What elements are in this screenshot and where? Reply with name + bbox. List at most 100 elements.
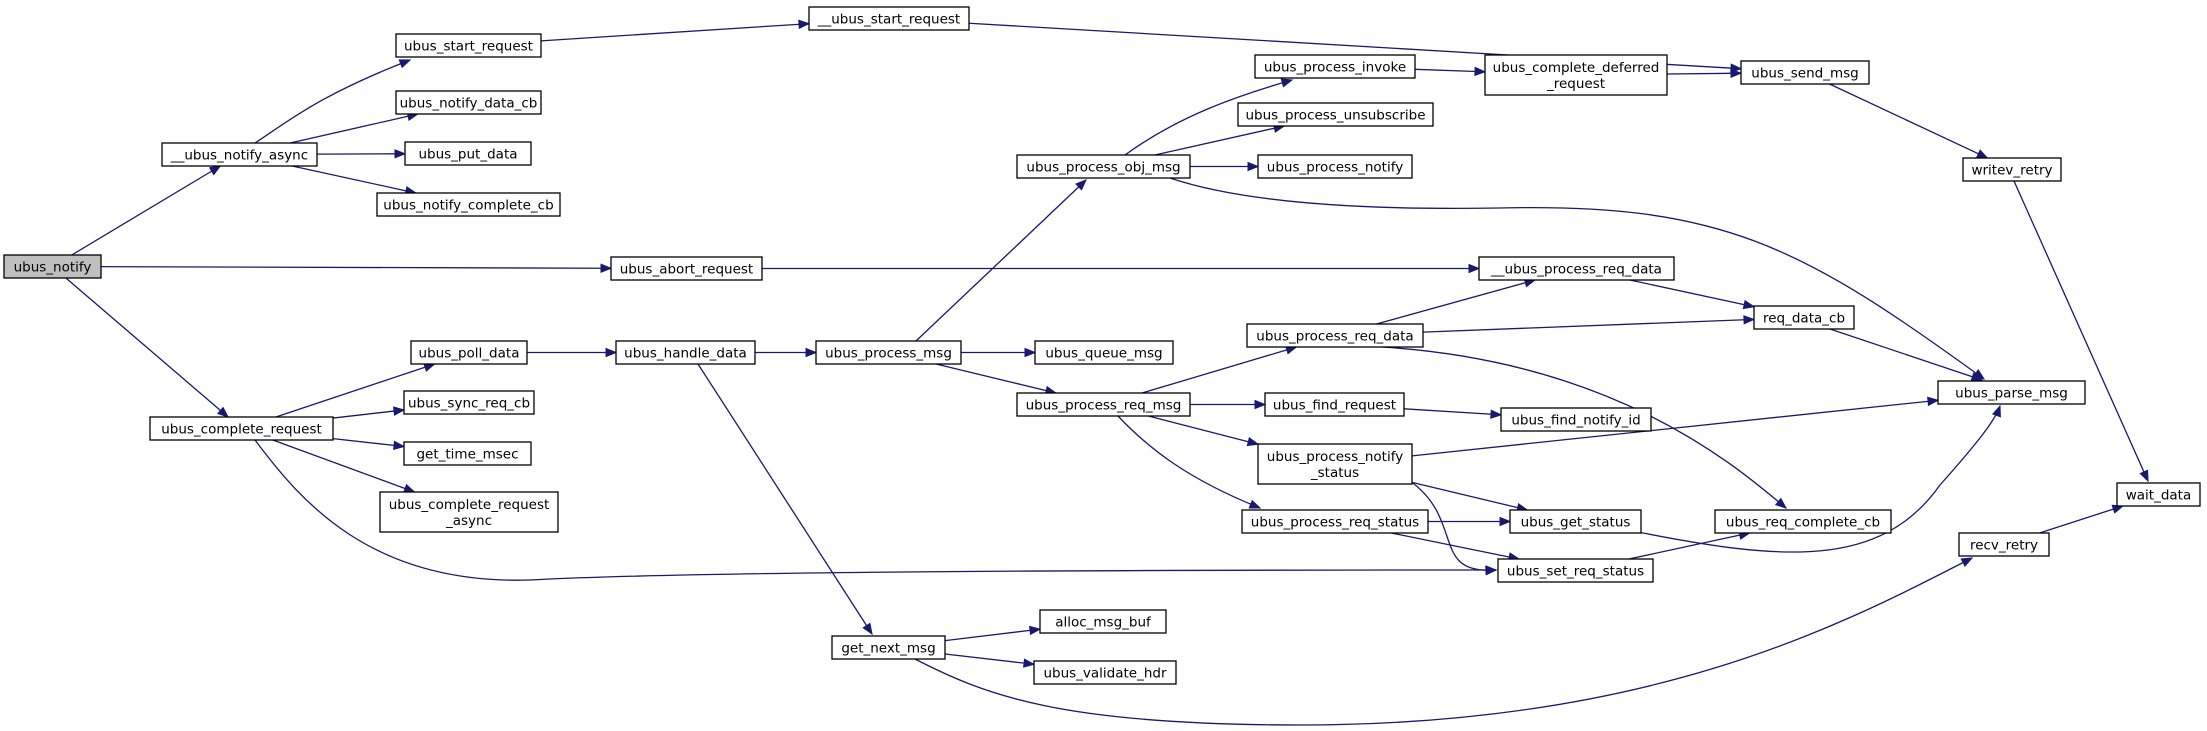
node-ubus_complete_request[interactable]: ubus_complete_request [149,416,334,441]
node-box [1033,660,1177,685]
edge-line [275,366,427,418]
edge-line [1628,534,1741,560]
node-recv_retry[interactable]: recv_retry [1958,532,2050,557]
node-label: req_data_cb [1763,311,1845,327]
node-ubus_poll_data[interactable]: ubus_poll_data [410,340,528,365]
node-ubus_complete_deferred_request[interactable]: ubus_complete_deferred_request [1484,54,1668,96]
node-box [149,416,334,441]
edge-ubus_process_notify_status-to-ubus_get_status [1411,481,1529,513]
node-ubus_process_obj_msg[interactable]: ubus_process_obj_msg [1016,154,1191,179]
node-label: ubus_find_request [1273,398,1396,414]
node-ubus_process_unsubscribe[interactable]: ubus_process_unsubscribe [1237,102,1434,127]
node-label: ubus_process_obj_msg [1026,160,1180,176]
node-label: ubus_notify_data_cb [400,96,538,112]
edge-line [2013,180,2149,482]
edge-line [1117,415,1261,509]
node-label: ubus_start_request [404,39,533,55]
arrowhead-icon [1485,566,1498,576]
node-ubus_process_notify[interactable]: ubus_process_notify [1257,154,1413,179]
edge-line [1829,83,1980,155]
arrowhead-icon [403,483,416,493]
node-req_data_cb[interactable]: req_data_cb [1753,305,1855,330]
node-wait_data[interactable]: wait_data [2116,482,2201,507]
node-label: ubus_process_req_msg [1026,398,1182,414]
node-box [1478,256,1675,281]
edge-ubus_complete_request-to-get_time_msec [332,437,406,451]
node-ubus_find_request[interactable]: ubus_find_request [1264,392,1405,417]
arrowhead-icon [1474,66,1487,77]
node-label: ubus_send_msg [1751,66,1858,82]
node-ubus_process_msg[interactable]: ubus_process_msg [815,340,962,365]
edge-req_data_cb-to-ubus_parse_msg [1829,328,1984,382]
arrowhead-icon [398,59,412,69]
node-box [1509,509,1642,534]
node-__ubus_notify_async[interactable]: __ubus_notify_async [161,142,318,167]
arrowhead-icon [1248,499,1262,509]
node-ubus_process_req_status[interactable]: ubus_process_req_status [1241,509,1429,534]
edge-ubus_process_notify_status-to-ubus_set_req_status [1409,480,1498,576]
edge-line [1154,127,1276,156]
node-box [1484,54,1668,96]
edge-line [1391,532,1511,558]
node-get_time_msec[interactable]: get_time_msec [403,441,532,466]
node-writev_retry[interactable]: writev_retry [1962,157,2062,182]
node-ubus_process_req_data[interactable]: ubus_process_req_data [1246,323,1424,348]
node-box [1257,443,1413,485]
node-ubus_queue_msg[interactable]: ubus_queue_msg [1034,340,1174,365]
node-ubus_req_complete_cb[interactable]: ubus_req_complete_cb [1714,509,1892,534]
node-ubus_process_notify_status[interactable]: ubus_process_notify_status [1257,443,1413,485]
edge-ubus_process_obj_msg-to-ubus_process_invoke [1124,78,1294,156]
node-label: get_next_msg [841,641,935,657]
node-label: ubus_sync_req_cb [408,396,530,412]
node-ubus_notify_data_cb[interactable]: ubus_notify_data_cb [395,90,542,115]
node-box [3,254,102,279]
edge-writev_retry-to-wait_data [2013,180,2149,483]
edge-ubus_process_msg-to-ubus_process_obj_msg [915,179,1087,342]
node-ubus_parse_msg[interactable]: ubus_parse_msg [1937,380,2086,405]
node-ubus_send_msg[interactable]: ubus_send_msg [1740,60,1870,85]
node-ubus_process_req_msg[interactable]: ubus_process_req_msg [1016,392,1191,417]
node-label: __ubus_notify_async [170,148,308,164]
node-ubus_abort_request[interactable]: ubus_abort_request [610,256,763,281]
node-ubus_complete_request_async[interactable]: ubus_complete_request_async [379,491,559,533]
node-ubus_find_notify_id[interactable]: ubus_find_notify_id [1500,407,1652,432]
node-box [831,635,946,660]
node-label: _request [1546,76,1605,92]
node-ubus_handle_data[interactable]: ubus_handle_data [615,340,756,365]
node-ubus_set_req_status[interactable]: ubus_set_req_status [1497,558,1654,583]
node-ubus_notify[interactable]: ubus_notify [3,254,102,279]
arrowhead-icon [1730,68,1743,79]
node-label: ubus_parse_msg [1955,386,2068,402]
arrowhead-icon [217,406,230,418]
edge-ubus_find_request-to-ubus_find_notify_id [1403,408,1503,419]
node-__ubus_start_request[interactable]: __ubus_start_request [808,6,970,31]
node-ubus_sync_req_cb[interactable]: ubus_sync_req_cb [403,390,535,415]
node-ubus_start_request[interactable]: ubus_start_request [395,33,542,58]
node-box [808,6,970,31]
edge-recv_retry-to-wait_data [2039,504,2125,534]
node-ubus_validate_hdr[interactable]: ubus_validate_hdr [1033,660,1177,685]
node-ubus_notify_complete_cb[interactable]: ubus_notify_complete_cb [376,192,561,217]
edge-ubus_notify-to-ubus_complete_request [65,277,230,418]
node-label: alloc_msg_buf [1055,615,1152,631]
node-label: ubus_process_invoke [1264,60,1406,76]
node-box [1254,54,1416,79]
arrowhead-icon [1975,149,1989,159]
edge-ubus_complete_request-to-ubus_complete_request_async [272,439,416,493]
edge-line [290,115,410,144]
arrowhead-icon [1246,437,1260,447]
node-alloc_msg_buf[interactable]: alloc_msg_buf [1039,609,1167,634]
arrowhead-icon [1029,625,1042,636]
node-get_next_msg[interactable]: get_next_msg [831,635,946,660]
node-ubus_get_status[interactable]: ubus_get_status [1509,509,1642,534]
edge-line [1141,348,1288,394]
edge-__ubus_process_req_data-to-req_data_cb [1629,279,1756,310]
node-label: ubus_notify_complete_cb [383,198,553,214]
node-__ubus_process_req_data[interactable]: __ubus_process_req_data [1478,256,1675,281]
edge-ubus_complete_deferred_request-to-ubus_send_msg [1666,68,1743,79]
arrowhead-icon [1024,347,1037,358]
node-ubus_put_data[interactable]: ubus_put_data [404,141,532,166]
node-ubus_process_invoke[interactable]: ubus_process_invoke [1254,54,1416,79]
edge-line [332,410,396,419]
node-label: ubus_validate_hdr [1043,666,1167,682]
